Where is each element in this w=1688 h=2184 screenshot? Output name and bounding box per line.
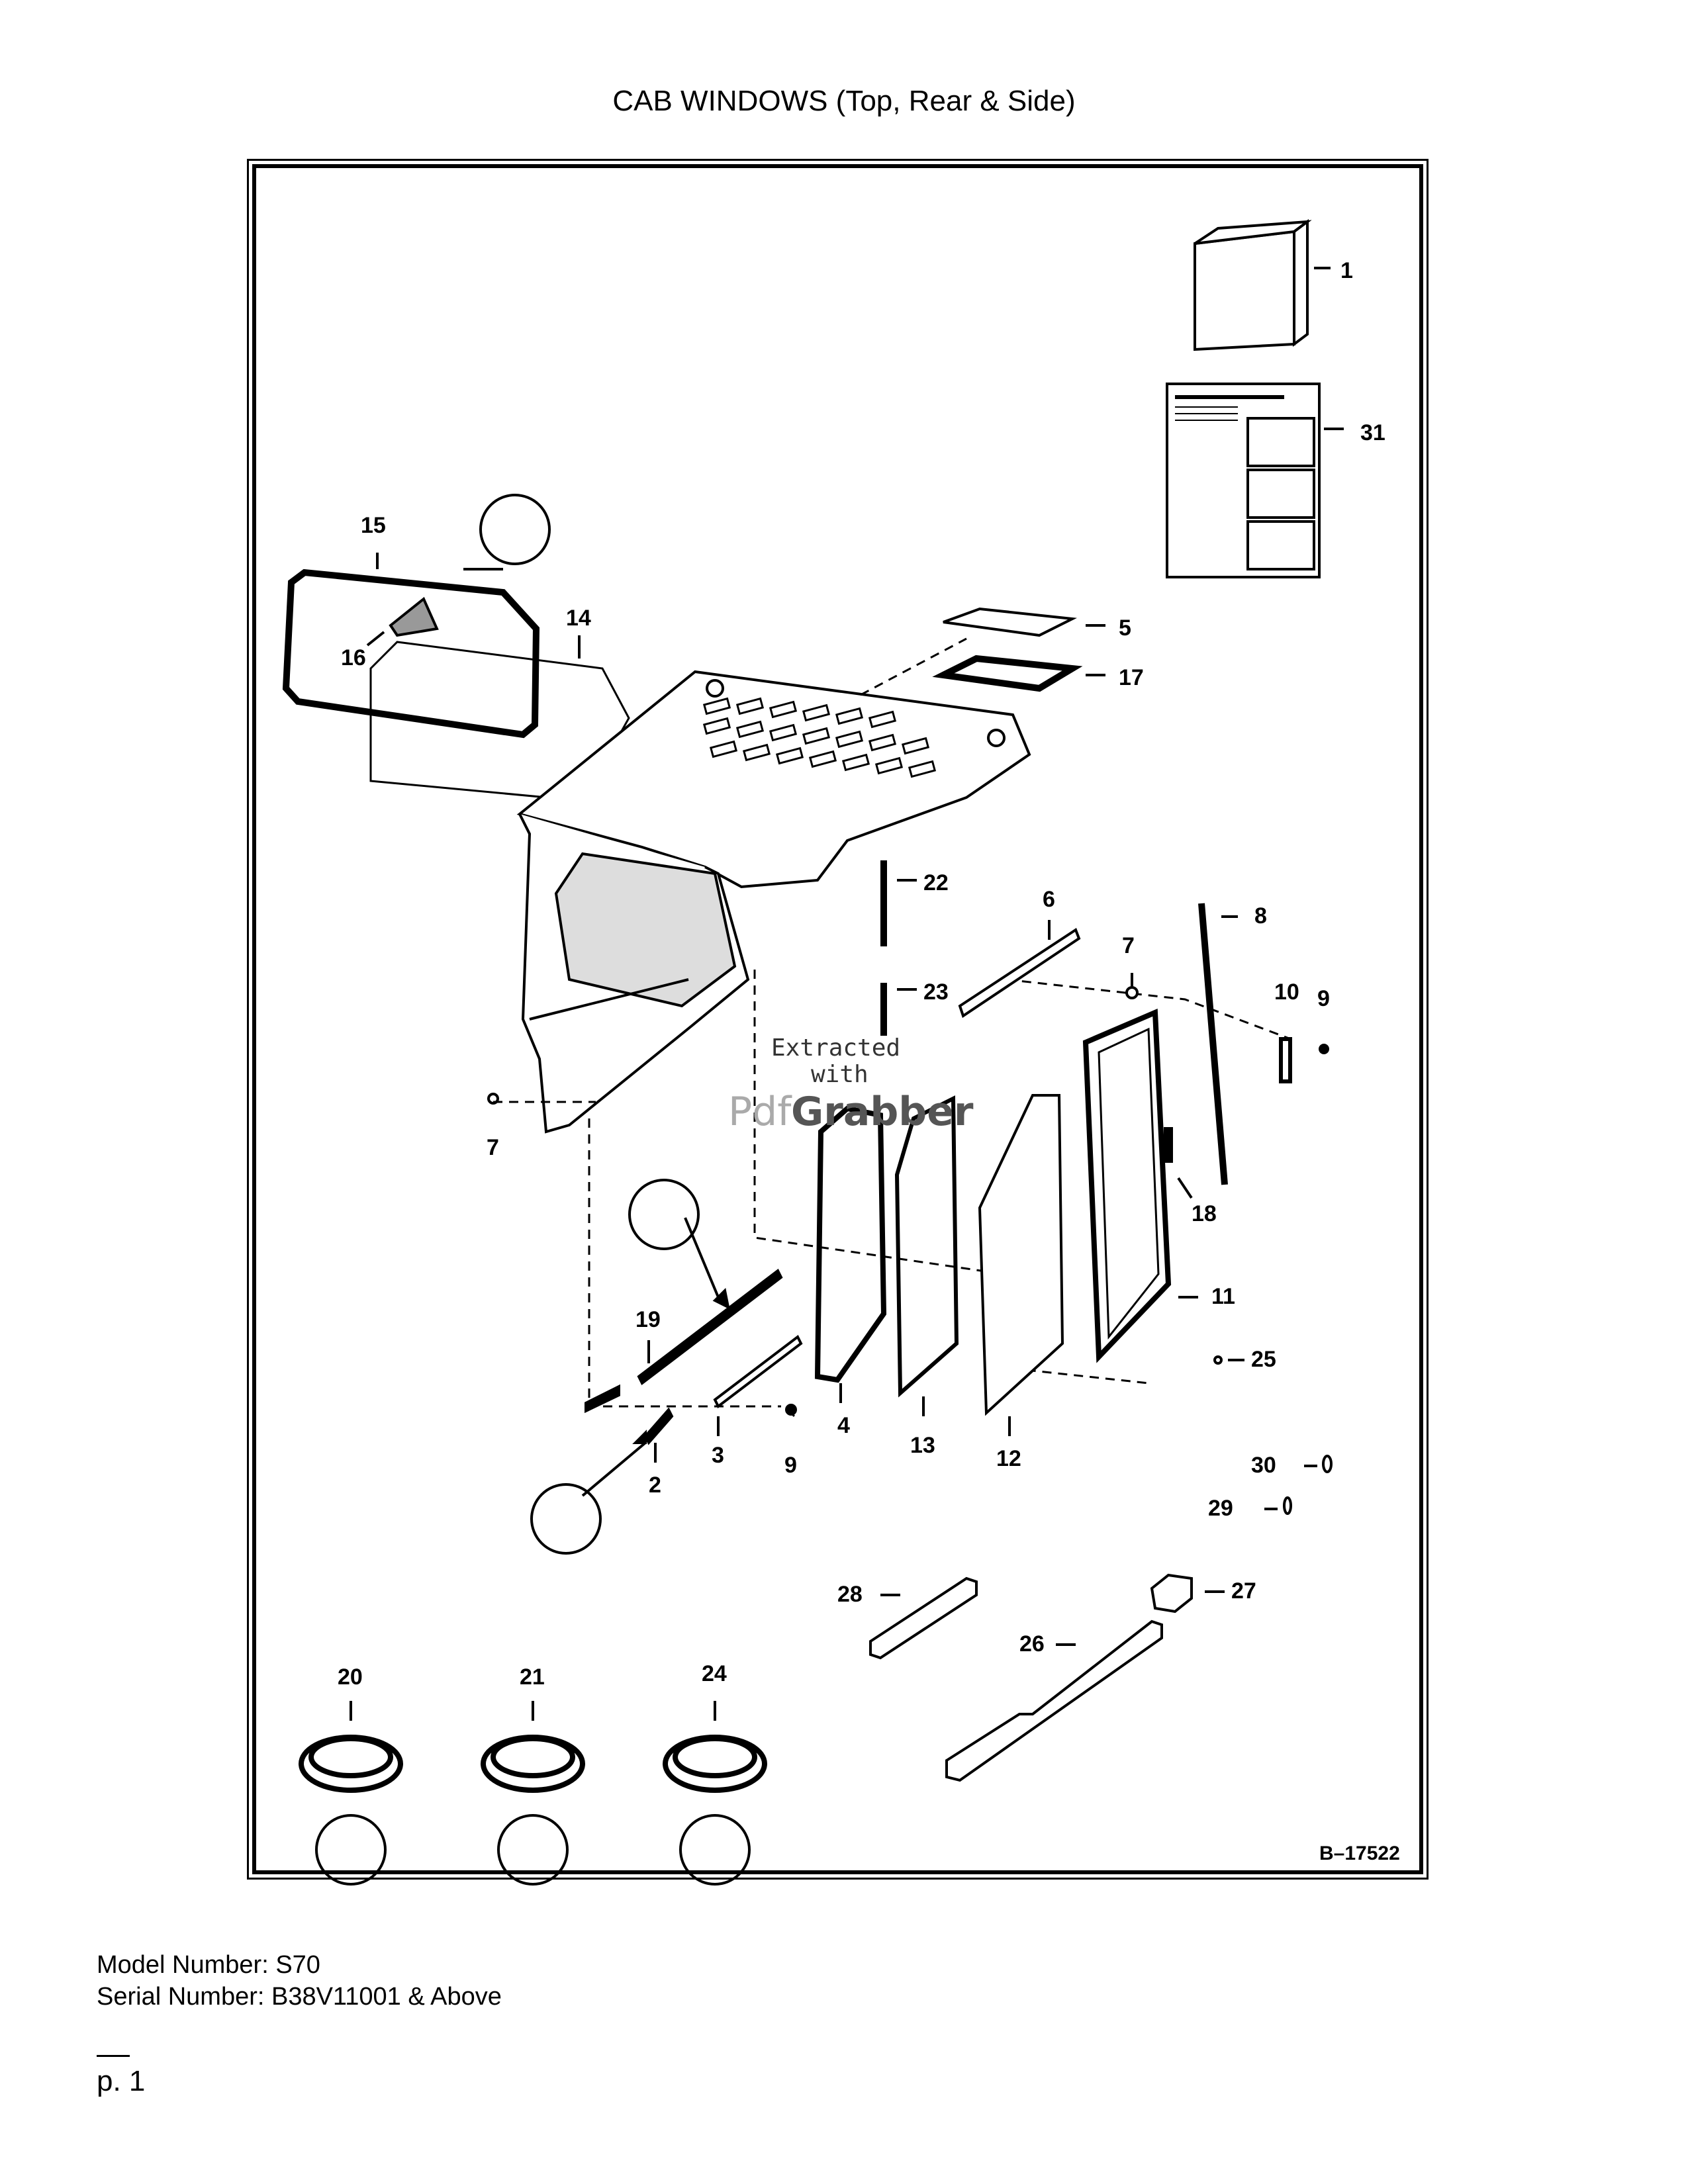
callout-11: 11 (1211, 1284, 1235, 1309)
callout-7: 7 (1122, 933, 1135, 958)
part-21-seal-roll (481, 1701, 585, 1793)
page-dash (97, 2055, 130, 2057)
callout-30: 30 (1251, 1453, 1276, 1478)
callout-1: 1 (1340, 258, 1353, 283)
callout-5: 5 (1119, 615, 1131, 641)
callout-17: 17 (1119, 665, 1144, 690)
part-10-handle (1279, 1037, 1292, 1083)
part-12-glass (978, 1094, 1064, 1436)
callout-8: 8 (1254, 903, 1267, 929)
part-5-roof-glass (943, 607, 1105, 637)
watermark: Extracted with Pdf Grabber (728, 1034, 974, 1135)
part-31-manual (1166, 383, 1344, 578)
callout-9: 9 (1317, 986, 1330, 1011)
part-15-gasket (282, 553, 540, 739)
part-6-latch (958, 920, 1081, 1019)
part-23-strip (880, 983, 917, 1036)
part-4-frame (814, 1105, 887, 1403)
part-27-bracket (1150, 1573, 1225, 1614)
callout-12: 12 (996, 1446, 1021, 1471)
callout-22: 22 (923, 870, 949, 895)
part-26-foam (945, 1619, 1163, 1782)
callout-2: 2 (649, 1473, 661, 1498)
part-2-strip (581, 1384, 674, 1497)
callout-27: 27 (1231, 1578, 1256, 1604)
callout-9b: 9 (784, 1453, 797, 1478)
part-8-seal (1198, 903, 1238, 1185)
svg-text:Pdf: Pdf (728, 1089, 792, 1135)
callout-6: 6 (1043, 887, 1055, 912)
diagram-frame-inner (252, 164, 1423, 1874)
part-20-seal-roll (299, 1701, 403, 1793)
page-title: CAB WINDOWS (Top, Rear & Side) (612, 85, 1076, 117)
model-number: Model Number: S70 (97, 1951, 320, 1979)
callout-23: 23 (923, 979, 949, 1005)
callout-25: 25 (1251, 1347, 1276, 1372)
callout-28: 28 (837, 1582, 863, 1607)
callout-3: 3 (712, 1443, 724, 1468)
callout-21: 21 (520, 1664, 545, 1690)
callout-18: 18 (1192, 1201, 1217, 1226)
part-18-latch (1164, 1127, 1193, 1199)
part-14-rear-glass (369, 635, 630, 802)
part-3-channel (713, 1334, 803, 1436)
part-28-foam (869, 1576, 978, 1660)
callout-29: 29 (1208, 1496, 1233, 1521)
callout-16: 16 (341, 645, 366, 670)
cab-roof (516, 637, 1031, 889)
part-22-strip (880, 860, 917, 946)
callout-14: 14 (566, 606, 591, 631)
drawing-number: B–17522 (1319, 1843, 1400, 1864)
callout-13: 13 (910, 1433, 935, 1458)
page-number: p. 1 (97, 2065, 146, 2097)
svg-text:Extracted: Extracted (771, 1034, 900, 1062)
svg-text:with: with (811, 1061, 868, 1088)
callout-20: 20 (338, 1664, 363, 1690)
cab-rear-body (487, 813, 750, 1134)
serial-number: Serial Number: B38V11001 & Above (97, 1983, 502, 2011)
section-symbol (315, 494, 751, 1886)
callout-26: 26 (1019, 1631, 1045, 1657)
callout-15: 15 (361, 513, 386, 538)
diagram-frame-outer (247, 159, 1429, 1880)
part-1-box (1194, 219, 1331, 351)
callout-19: 19 (635, 1307, 661, 1332)
callout-24: 24 (702, 1661, 727, 1686)
part-24-seal-roll (663, 1701, 767, 1793)
svg-text:Grabber: Grabber (791, 1089, 974, 1135)
part-19-strip (637, 1217, 783, 1386)
callout-10: 10 (1274, 979, 1299, 1005)
part-11-door-frame (1082, 1009, 1198, 1363)
callout-4: 4 (837, 1413, 850, 1438)
part-17-roof-seal (932, 655, 1105, 692)
callout-31: 31 (1360, 420, 1385, 445)
part-13-frame (894, 1095, 959, 1416)
callout-7b: 7 (487, 1135, 499, 1160)
